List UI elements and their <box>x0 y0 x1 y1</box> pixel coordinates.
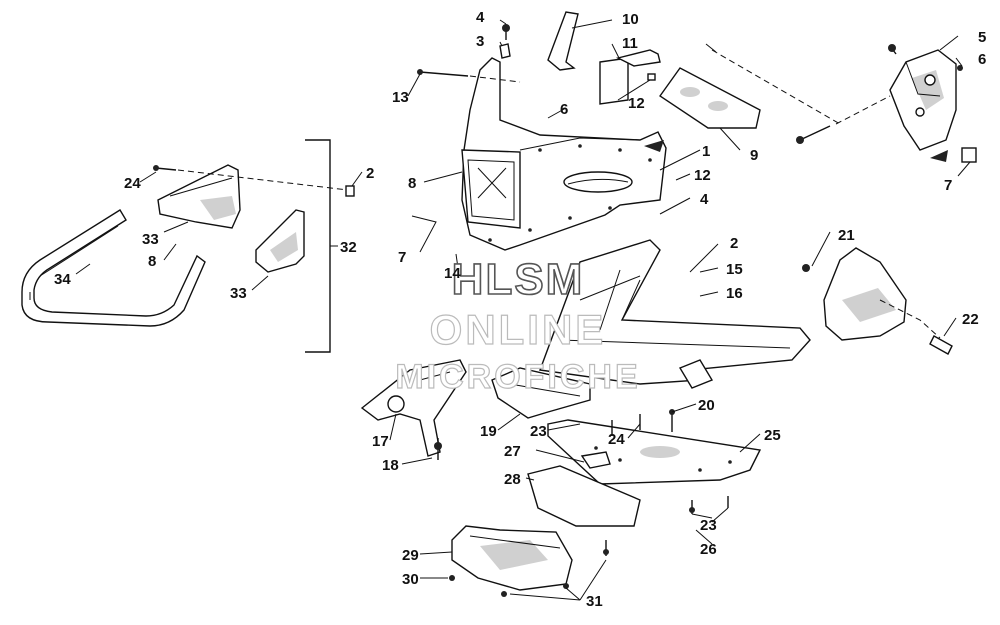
callout-12: 12 <box>628 95 645 112</box>
plate-assembly <box>659 43 841 129</box>
watermark: HLSM ONLINE MICROFICHE <box>395 254 640 396</box>
callout-31: 31 <box>586 593 603 610</box>
callout-2: 2 <box>730 235 738 252</box>
callout-8b: 8 <box>148 253 156 270</box>
callout-28: 28 <box>504 471 521 488</box>
callout-8: 8 <box>408 175 416 192</box>
callout-17: 17 <box>372 433 389 450</box>
leader-lines <box>75 19 971 601</box>
bumper-assembly <box>21 139 355 353</box>
callout-4: 4 <box>476 9 485 26</box>
callout-29: 29 <box>402 547 419 564</box>
bumper-bracket-lower <box>255 209 305 273</box>
callout-16: 16 <box>726 285 743 302</box>
plate-28 <box>527 465 641 527</box>
callout-25: 25 <box>764 427 781 444</box>
callout-23: 23 <box>530 423 547 440</box>
callout-numbers: 4 3 10 11 12 5 6 7 9 1 12 4 6 13 8 7 14 … <box>54 9 986 610</box>
callout-2b: 2 <box>366 165 374 182</box>
bumper-tube <box>21 209 206 327</box>
callout-23b: 23 <box>700 517 717 534</box>
bumper-bracket-upper <box>157 164 241 229</box>
callout-18: 18 <box>382 457 399 474</box>
callout-10: 10 <box>622 11 639 28</box>
callout-9: 9 <box>750 147 758 164</box>
watermark-line1: HLSM <box>452 255 585 304</box>
callout-27: 27 <box>504 443 521 460</box>
main-frame <box>539 239 811 389</box>
callout-19: 19 <box>480 423 497 440</box>
watermark-line3: MICROFICHE <box>395 358 640 396</box>
callout-30: 30 <box>402 571 419 588</box>
plate-9 <box>659 67 761 129</box>
callout-1: 1 <box>702 143 710 160</box>
steering-bracket <box>796 44 977 163</box>
callout-5: 5 <box>978 29 986 46</box>
callout-24: 24 <box>608 431 625 448</box>
callout-6: 6 <box>978 51 986 68</box>
callout-12b: 12 <box>694 167 711 184</box>
callout-7: 7 <box>944 177 952 194</box>
callout-33b: 33 <box>230 285 247 302</box>
callout-6b: 6 <box>560 101 568 118</box>
callout-14: 14 <box>444 265 461 282</box>
watermark-line2: ONLINE <box>430 306 607 353</box>
callout-11: 11 <box>622 35 638 52</box>
callout-21: 21 <box>838 227 855 244</box>
callout-33: 33 <box>142 231 159 248</box>
side-plate <box>802 247 953 355</box>
oval-cutout <box>563 171 633 193</box>
headlight-opening <box>461 149 521 229</box>
callout-4b: 4 <box>700 191 709 208</box>
deflector-10 <box>547 11 579 71</box>
callout-15: 15 <box>726 261 743 278</box>
callout-13: 13 <box>392 89 409 106</box>
lower-left-parts <box>360 359 591 460</box>
callout-34: 34 <box>54 271 71 288</box>
callout-32: 32 <box>340 239 357 256</box>
lower-plates <box>449 451 729 597</box>
top-small-parts <box>417 11 661 105</box>
front-bulkhead <box>461 57 667 251</box>
callout-24b: 24 <box>124 175 141 192</box>
callout-22: 22 <box>962 311 979 328</box>
callout-26: 26 <box>700 541 717 558</box>
group-bracket-32 <box>305 139 331 353</box>
support-17 <box>360 359 467 457</box>
callout-3: 3 <box>476 33 484 50</box>
callout-20: 20 <box>698 397 715 414</box>
skid-plate <box>547 409 762 485</box>
callout-7b: 7 <box>398 249 406 266</box>
support-19 <box>491 367 591 419</box>
foam-11 <box>599 57 629 105</box>
